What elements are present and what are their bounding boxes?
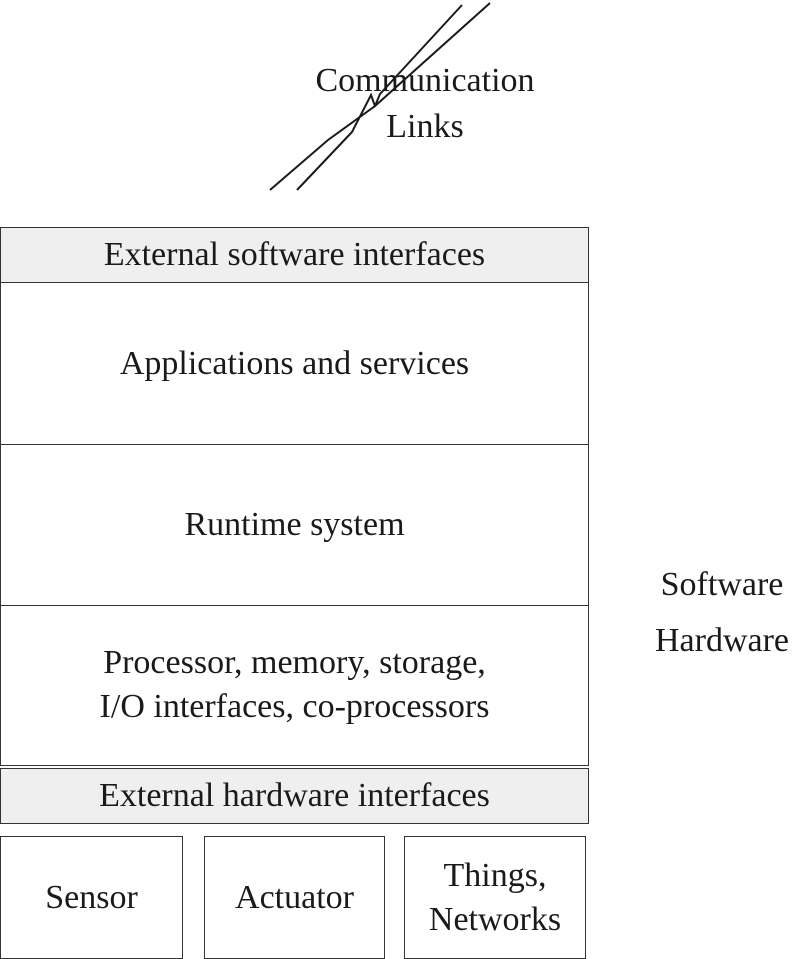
communication-links-line1: Communication xyxy=(315,62,535,99)
communication-links-line2: Links xyxy=(386,108,464,145)
processor-label-line2: I/O interfaces, co-processors xyxy=(99,688,490,725)
software-hardware-stack: External software interfaces Application… xyxy=(0,227,589,766)
processor-layer: Processor, memory, storage, I/O interfac… xyxy=(1,606,588,764)
applications-services-label: Applications and services xyxy=(119,344,470,382)
hardware-label: Hardware xyxy=(654,622,790,659)
runtime-system-label: Runtime system xyxy=(184,506,405,543)
actuator-box: Actuator xyxy=(204,836,385,959)
software-hardware-labels: Software Hardware xyxy=(640,557,804,669)
external-software-interfaces-layer: External software interfaces xyxy=(1,228,588,283)
things-label-line2: Networks xyxy=(428,900,562,938)
communication-links-lightning-icon xyxy=(269,2,491,191)
external-software-interfaces-label: External software interfaces xyxy=(103,236,486,273)
things-label-line1: Things, xyxy=(443,856,547,894)
communication-link-line-right xyxy=(296,2,491,191)
things-networks-box: Things, Networks xyxy=(404,836,586,959)
sensor-label: Sensor xyxy=(45,878,138,916)
actuator-label: Actuator xyxy=(235,878,354,916)
communication-links-label: Communication Links xyxy=(300,58,550,150)
sensor-box: Sensor xyxy=(0,836,183,959)
applications-services-layer: Applications and services xyxy=(1,283,588,445)
processor-label-line1: Processor, memory, storage, xyxy=(103,644,486,681)
software-label: Software xyxy=(660,566,784,603)
runtime-system-layer: Runtime system xyxy=(1,445,588,606)
external-hardware-interfaces-box: External hardware interfaces xyxy=(0,768,589,824)
external-hardware-interfaces-label: External hardware interfaces xyxy=(99,777,490,814)
